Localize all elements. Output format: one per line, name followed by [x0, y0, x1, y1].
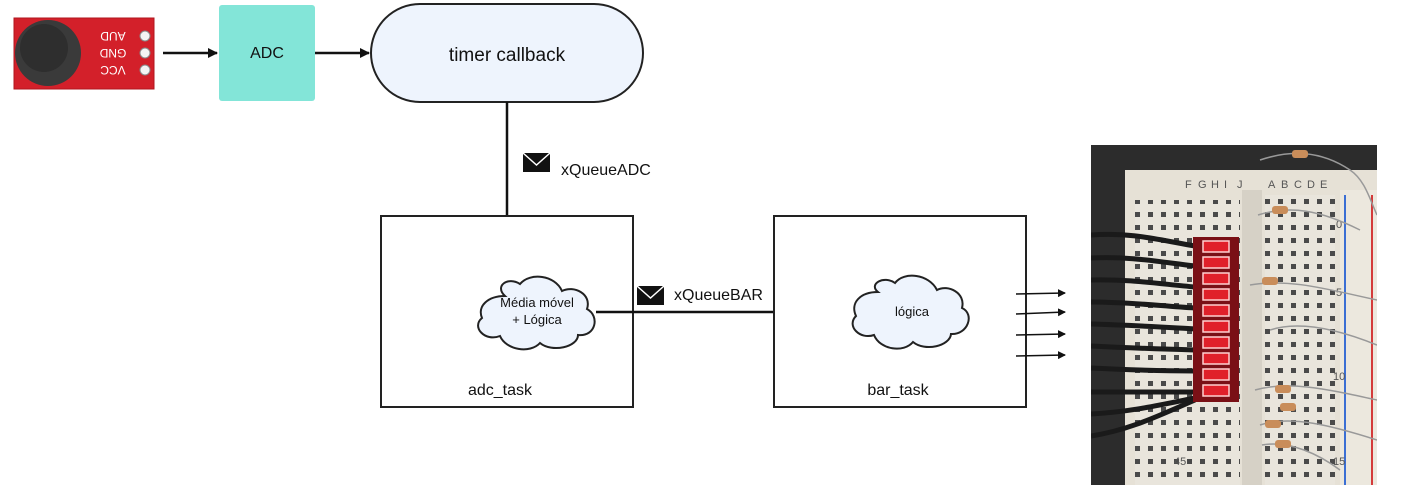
bar-cloud-label: lógica — [895, 304, 930, 319]
queue-adc-label: xQueueADC — [561, 162, 651, 179]
envelope-icon — [522, 152, 551, 172]
svg-text:0: 0 — [1336, 219, 1342, 231]
svg-text:10: 10 — [1333, 371, 1345, 383]
svg-text:H: H — [1211, 179, 1219, 191]
pin-label-gnd: GND — [99, 46, 126, 60]
svg-text:B: B — [1281, 179, 1288, 191]
timer-callback-label: timer callback — [449, 45, 566, 66]
pin-label-aud: AUD — [100, 29, 126, 43]
adc-task-label: adc_task — [468, 382, 533, 399]
breadboard-column-numbers: 0 5 10 15 45 — [1174, 219, 1345, 468]
adc-label: ADC — [250, 45, 284, 62]
svg-text:G: G — [1198, 179, 1207, 191]
wires — [1091, 231, 1196, 439]
queue-bar-label: xQueueBAR — [674, 287, 763, 304]
microphone-board: VCC GND AUD — [13, 17, 155, 90]
output-arrows — [1015, 289, 1066, 360]
timer-callback-node: timer callback — [370, 3, 644, 103]
svg-text:15: 15 — [1333, 456, 1345, 468]
breadboard-row-letters: F G H I J A B C D E — [1185, 179, 1327, 191]
adc-task-logic-cloud: Média móvel + Lógica — [477, 275, 596, 351]
queue-bar-label-group: xQueueBAR — [636, 285, 763, 305]
pin-label-vcc: VCC — [100, 63, 126, 77]
svg-text:J: J — [1237, 179, 1243, 191]
svg-text:5: 5 — [1336, 287, 1342, 299]
envelope-icon — [636, 285, 665, 305]
svg-text:A: A — [1268, 179, 1276, 191]
adc-block: ADC — [219, 5, 315, 101]
svg-text:45: 45 — [1174, 456, 1186, 468]
breadboard-photo: F G H I J A B C D E 0 5 10 15 45 — [1091, 145, 1377, 485]
led-bar-graph — [1193, 237, 1239, 402]
svg-text:F: F — [1185, 179, 1192, 191]
queue-adc-label-group: xQueueADC — [522, 152, 651, 179]
adc-cloud-line1: Média móvel — [500, 295, 574, 310]
svg-text:D: D — [1307, 179, 1315, 191]
svg-text:E: E — [1320, 179, 1327, 191]
bar-task-logic-cloud: lógica — [851, 274, 970, 350]
bar-task-label: bar_task — [867, 382, 929, 399]
resistor-bodies — [1262, 150, 1308, 448]
svg-text:I: I — [1224, 179, 1227, 191]
adc-cloud-line2: + Lógica — [512, 312, 562, 327]
svg-text:C: C — [1294, 179, 1302, 191]
